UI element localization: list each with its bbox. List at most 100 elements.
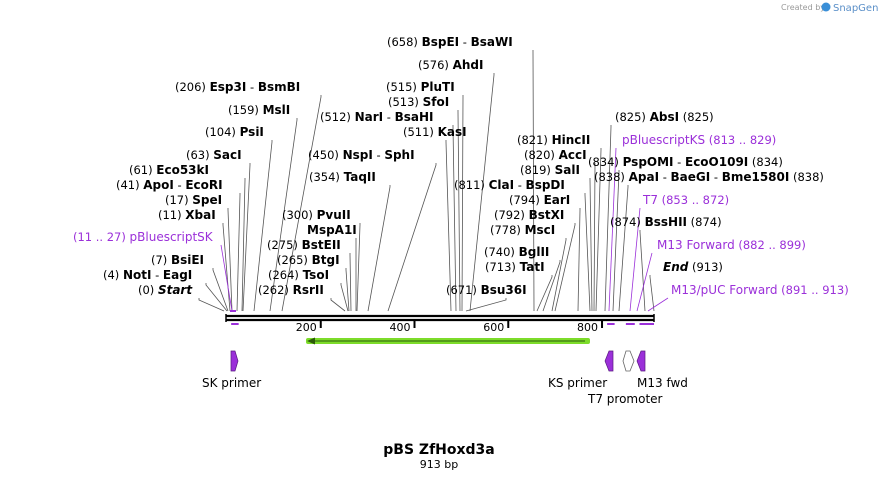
- enzyme-label: (820) AccI: [524, 148, 587, 162]
- feature-label: M13 Forward (882 .. 899): [657, 238, 806, 252]
- leader-line: [465, 298, 507, 312]
- plasmid-title: pBS ZfHoxd3a: [383, 442, 494, 458]
- brand-name: SnapGene: [833, 3, 879, 14]
- leader-line: [349, 253, 352, 312]
- enzyme-name: NspI: [343, 148, 373, 162]
- enzyme-label: (264) TsoI: [268, 268, 329, 282]
- enzyme-name: AhdI: [453, 58, 484, 72]
- leader-line: [281, 95, 322, 312]
- primer-label-ks: KS primer: [548, 376, 607, 390]
- enzyme-name: BtgI: [312, 253, 340, 267]
- feature-label: T7 (853 .. 872): [642, 193, 729, 207]
- enzyme-name: EarI: [544, 193, 571, 207]
- enzyme-position: (354): [309, 170, 344, 184]
- enzyme-label: (0) Start: [138, 283, 193, 297]
- primer-label-m13: M13 fwd: [637, 376, 688, 390]
- enzyme-position: (713): [485, 260, 520, 274]
- leader-line: [340, 283, 349, 312]
- enzyme-name: TaqII: [344, 170, 376, 184]
- leader-line: [198, 298, 225, 312]
- enzyme-name-2: SphI: [384, 148, 414, 162]
- leader-line: [212, 268, 229, 312]
- enzyme-name: BstEII: [302, 238, 341, 252]
- enzyme-position: (838): [594, 170, 629, 184]
- enzyme-name: ApaI: [629, 170, 659, 184]
- enzyme-position: (792): [494, 208, 529, 222]
- enzyme-name: XbaI: [185, 208, 215, 222]
- leader-line: [618, 185, 629, 312]
- enzyme-label: (450) NspI - SphI: [308, 148, 415, 162]
- enzyme-label: (61) Eco53kI: [129, 163, 209, 177]
- enzyme-name: PluTI: [421, 80, 455, 94]
- enzyme-name-2: BaeGI: [671, 170, 711, 184]
- leader-line: [536, 275, 553, 312]
- leader-line: [330, 298, 346, 312]
- leader-line: [367, 185, 391, 312]
- enzyme-label: (713) TatI: [485, 260, 545, 274]
- feature-leader: [636, 252, 653, 312]
- enzyme-position: (511): [403, 125, 438, 139]
- ruler-label: 200: [296, 321, 317, 334]
- feature-range: (891 .. 913): [778, 283, 849, 297]
- plasmid-length: 913 bp: [420, 458, 458, 471]
- leader-line: [593, 163, 596, 312]
- enzyme-name: TsoI: [303, 268, 329, 282]
- ruler-label: 400: [390, 321, 411, 334]
- enzyme-name: End: [663, 260, 689, 274]
- enzyme-label: (740) BglII: [484, 245, 549, 259]
- enzyme-label: (825) AbsI (825): [615, 110, 714, 124]
- ruler-label: 800: [577, 321, 598, 334]
- leader-line: [589, 178, 593, 312]
- enzyme-position: (819): [520, 163, 555, 177]
- leader-line: [461, 95, 464, 312]
- enzyme-name: NotI: [123, 268, 152, 282]
- enzyme-name: AccI: [559, 148, 587, 162]
- enzyme-position: (512): [320, 110, 355, 124]
- enzyme-label: (515) PluTI: [386, 80, 455, 94]
- enzyme-name: RsrII: [293, 283, 324, 297]
- leader-line: [639, 230, 646, 312]
- primer-label-t7: T7 promoter: [587, 392, 663, 406]
- enzyme-position: (576): [418, 58, 453, 72]
- enzyme-name: PspOMI: [623, 155, 674, 169]
- enzyme-position: (778): [490, 223, 525, 237]
- enzyme-label: (511) KasI: [403, 125, 467, 139]
- enzyme-position: (825): [679, 110, 714, 124]
- enzyme-position: (41): [116, 178, 143, 192]
- enzyme-name: MspA1I: [307, 223, 357, 237]
- leader-line: [356, 223, 361, 312]
- enzyme-name: PvuII: [317, 208, 351, 222]
- enzyme-name: SfoI: [423, 95, 450, 109]
- enzyme-label: MspA1I: [307, 223, 357, 237]
- sk-primer-arrow: [230, 350, 239, 372]
- feature-range: (853 .. 872): [658, 193, 729, 207]
- enzyme-position: (834): [748, 155, 783, 169]
- enzyme-label: (262) RsrII: [258, 283, 324, 297]
- leader-line: [345, 268, 350, 312]
- leader-line: [253, 140, 273, 312]
- leader-line: [584, 193, 591, 312]
- enzyme-label: (17) SpeI: [165, 193, 222, 207]
- ruler-label: 600: [483, 321, 504, 334]
- enzyme-label: (658) BspEI - BsaWI: [387, 35, 513, 49]
- enzyme-label: (300) PvuII: [282, 208, 351, 222]
- enzyme-position: (63): [186, 148, 213, 162]
- enzyme-label: (354) TaqII: [309, 170, 376, 184]
- enzyme-position: (206): [175, 80, 210, 94]
- feature-name: pBluescriptKS: [622, 133, 705, 147]
- enzyme-position: (671): [446, 283, 481, 297]
- enzyme-position: (820): [524, 148, 559, 162]
- enzyme-name: SalI: [555, 163, 580, 177]
- enzyme-label: (671) Bsu36I: [446, 283, 527, 297]
- enzyme-label: (7) BsiEI: [151, 253, 204, 267]
- enzyme-position: (913): [688, 260, 723, 274]
- feature-name: T7: [642, 193, 658, 207]
- enzyme-position: (658): [387, 35, 422, 49]
- enzyme-name-2: BsaWI: [471, 35, 513, 49]
- enzyme-label: (512) NarI - BsaHI: [320, 110, 434, 124]
- feature-leader: [647, 297, 669, 312]
- enzyme-label: (778) MscI: [490, 223, 555, 237]
- feature-name: pBluescriptSK: [130, 230, 214, 244]
- feature-range: (813 .. 829): [705, 133, 776, 147]
- enzyme-label: (206) Esp3I - BsmBI: [175, 80, 300, 94]
